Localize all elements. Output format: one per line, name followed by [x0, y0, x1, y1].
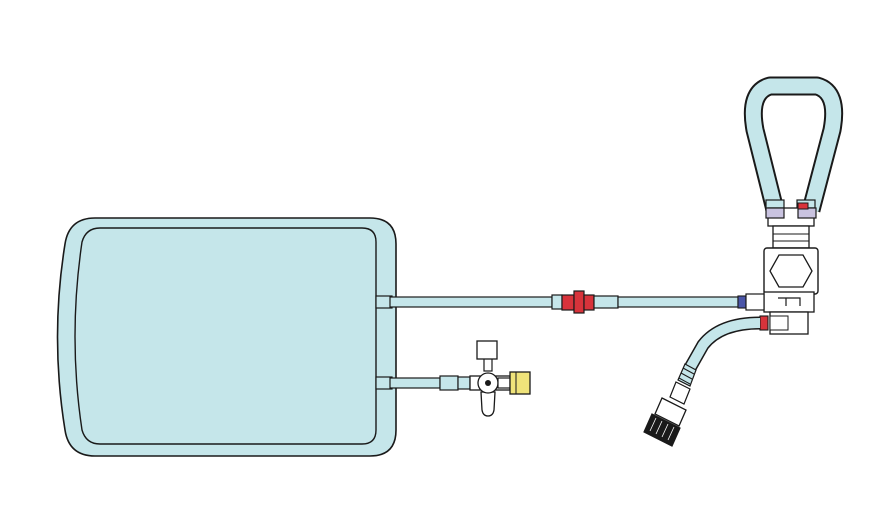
- stopcock-handle: [480, 391, 496, 417]
- upper-tube-segment-1: [389, 296, 553, 308]
- manifold-red-port-top: [797, 202, 809, 210]
- upper-tube: [375, 294, 563, 310]
- stopcock-hub-inner: [485, 380, 491, 386]
- red-connector-left: [561, 294, 575, 311]
- end-connector-neck: [669, 381, 691, 405]
- loop-tube-fill: [745, 78, 842, 212]
- end-connector-rib-3: [661, 423, 669, 438]
- curved-side-tube: [677, 316, 761, 387]
- end-connector-body: [654, 397, 687, 427]
- lower-drain-tube: [375, 375, 471, 391]
- stopcock-right-stem: [497, 377, 511, 389]
- yellow-luer-cap: [509, 371, 531, 395]
- end-connector-rib-2: [655, 420, 663, 435]
- upper-tube-collar-2: [593, 295, 619, 309]
- blue-port-body: [737, 295, 747, 309]
- red-connector-right: [583, 294, 595, 311]
- upper-tube-collar-1: [551, 294, 563, 310]
- blue-port-collar: [745, 293, 765, 311]
- side-tube-rib-1: [682, 367, 695, 375]
- upper-tube-segment-2: [617, 296, 739, 308]
- red-connector-center: [573, 290, 585, 314]
- fluid-bag: [56, 217, 397, 457]
- manifold-clip: [778, 297, 801, 306]
- end-connector-rib-1: [649, 417, 657, 432]
- red-port-connector: [759, 315, 769, 331]
- manifold-hex-nut: [769, 254, 813, 288]
- lower-tube-collar-2: [457, 376, 471, 390]
- end-connector-black-cap: [643, 413, 681, 447]
- fluid-bag-inner-seam: [74, 227, 377, 445]
- white-luer-cap: [476, 340, 498, 360]
- red-inline-connector: [561, 290, 595, 314]
- upper-tube-right: [593, 295, 739, 309]
- manifold-block: [763, 202, 819, 335]
- lower-tube-collar: [439, 375, 459, 391]
- manifold-side-block: [763, 291, 815, 313]
- yellow-cap-body: [509, 371, 531, 395]
- side-tube-rib-2: [680, 372, 693, 380]
- stopcock-valve: [469, 340, 511, 417]
- side-tube-ribbed-connector: [677, 363, 697, 387]
- manifold-neck: [772, 225, 810, 249]
- lower-tube-segment: [389, 377, 441, 389]
- loop-tube: [743, 76, 844, 213]
- blue-port-connector: [737, 293, 765, 311]
- manifold-lower-inner: [769, 315, 789, 331]
- side-tube-rib-3: [678, 377, 691, 385]
- curved-side-tube-fill: [685, 318, 761, 371]
- end-connector-rib-4: [667, 426, 675, 441]
- manifold-top-port-left: [765, 207, 785, 219]
- black-end-connector: [643, 381, 691, 447]
- red-port-body: [759, 315, 769, 331]
